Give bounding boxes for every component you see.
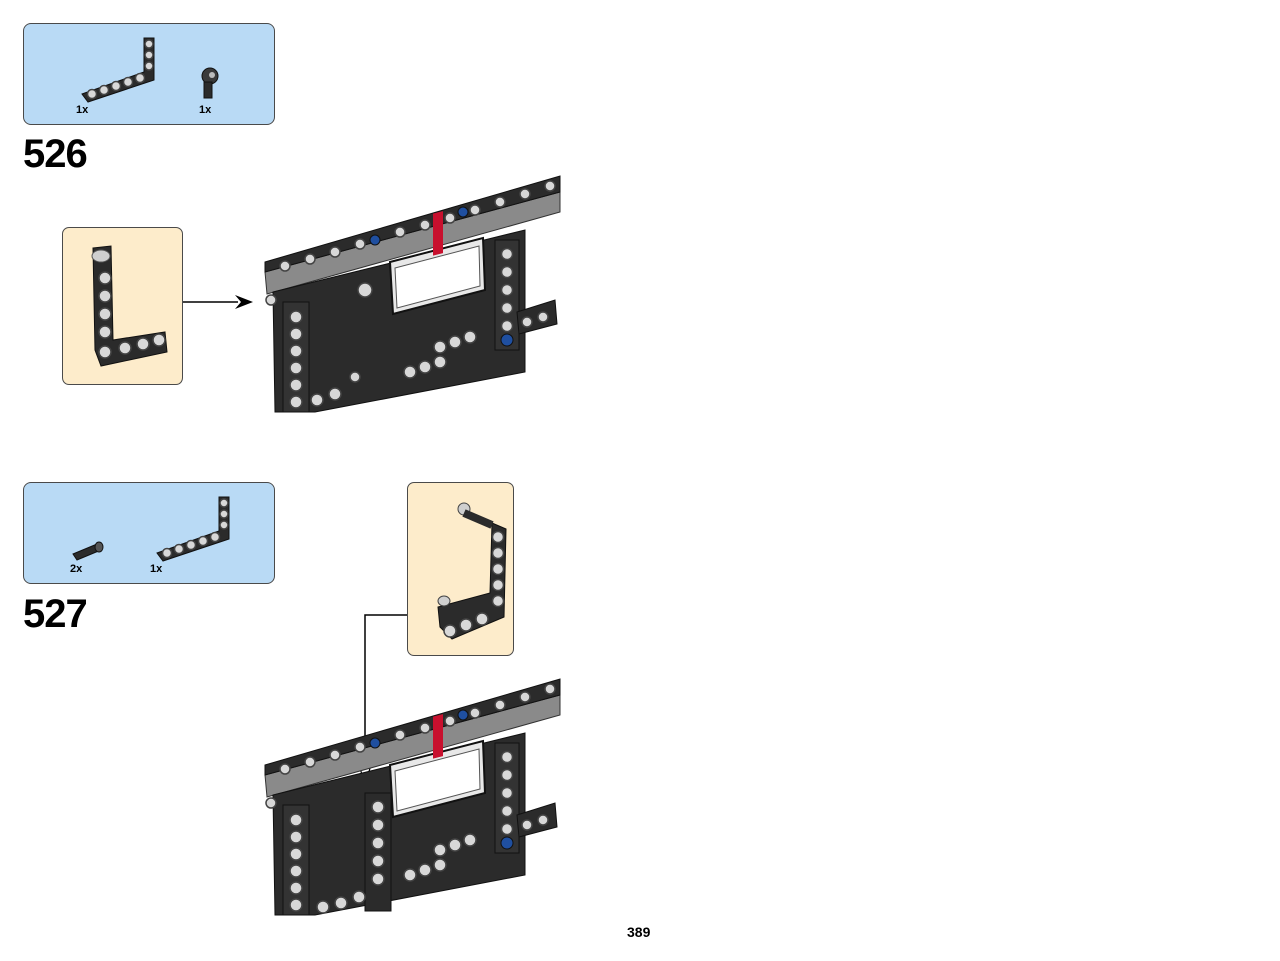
part-qty: 1x — [150, 563, 163, 575]
l-beam-icon — [81, 37, 155, 103]
callout-step-527 — [407, 482, 514, 656]
arrow-icon — [183, 295, 253, 309]
part-qty: 1x — [199, 104, 212, 116]
assembly-model — [264, 175, 561, 413]
j-beam-icon — [437, 502, 507, 640]
parts-list-step-526: 1x 1x — [23, 23, 275, 125]
assembly-model — [264, 678, 561, 916]
parts-list-step-527: 2x 1x — [23, 482, 275, 584]
callout-step-526 — [62, 227, 183, 385]
step-number: 527 — [23, 592, 88, 636]
page-number: 389 — [627, 924, 651, 940]
ball-joint-icon — [201, 67, 219, 99]
part-qty: 1x — [76, 104, 89, 116]
part-qty: 2x — [70, 563, 83, 575]
l-beam-icon — [156, 496, 230, 562]
l-beam-icon — [91, 245, 168, 367]
step-number: 526 — [23, 132, 88, 176]
pin-connector-icon — [72, 541, 104, 561]
